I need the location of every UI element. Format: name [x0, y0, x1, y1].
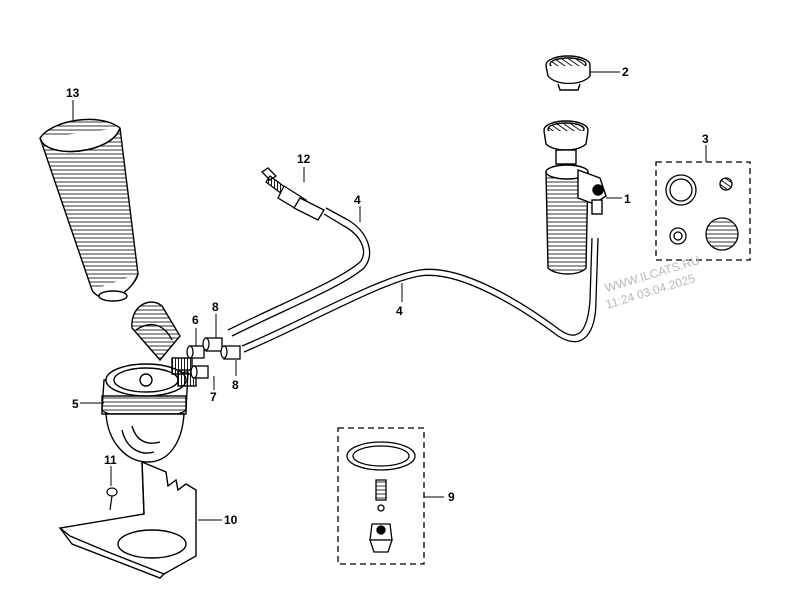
- part-5-pump-body: [101, 301, 197, 463]
- part-11-screw: [106, 487, 118, 511]
- callout-4-lower: 4: [396, 304, 403, 318]
- callout-7: 7: [210, 390, 217, 404]
- callout-6: 6: [192, 313, 199, 327]
- part-13-reservoir-canister: [39, 118, 139, 302]
- callout-13: 13: [66, 86, 80, 100]
- callout-12: 12: [297, 152, 311, 166]
- part-10-mounting-bracket: [58, 460, 197, 579]
- part-2-cap: [545, 55, 591, 91]
- part-1-filler-pump: [543, 120, 607, 275]
- part-4-pipe-short: [227, 207, 371, 337]
- part-6-union: [186, 345, 205, 359]
- callout-4-upper: 4: [354, 193, 361, 207]
- part-3-gasket-kit: [655, 161, 751, 261]
- part-4-pipe-long: [241, 237, 599, 353]
- callout-labels: 1 2 3 4 4 5 6 7 8 8 9 10 11 12 13: [66, 65, 709, 527]
- callout-8-lower: 8: [232, 378, 239, 392]
- part-8-nut-lower: [220, 345, 241, 360]
- callout-10: 10: [224, 513, 238, 527]
- callout-2: 2: [622, 65, 629, 79]
- part-12-connector: [260, 167, 325, 221]
- leader-lines: [72, 71, 707, 521]
- callout-5: 5: [72, 397, 79, 411]
- callout-8-upper: 8: [212, 300, 219, 314]
- part-8-nut-upper: [202, 337, 223, 352]
- callout-9: 9: [448, 490, 455, 504]
- part-7-union: [190, 365, 209, 379]
- callout-1: 1: [624, 192, 631, 206]
- callout-3: 3: [702, 132, 709, 146]
- watermark: WWW.ILCATS.RU 11:24 03.04.2025: [603, 253, 701, 312]
- callout-11: 11: [104, 453, 117, 467]
- part-9-valve-kit: [337, 427, 425, 565]
